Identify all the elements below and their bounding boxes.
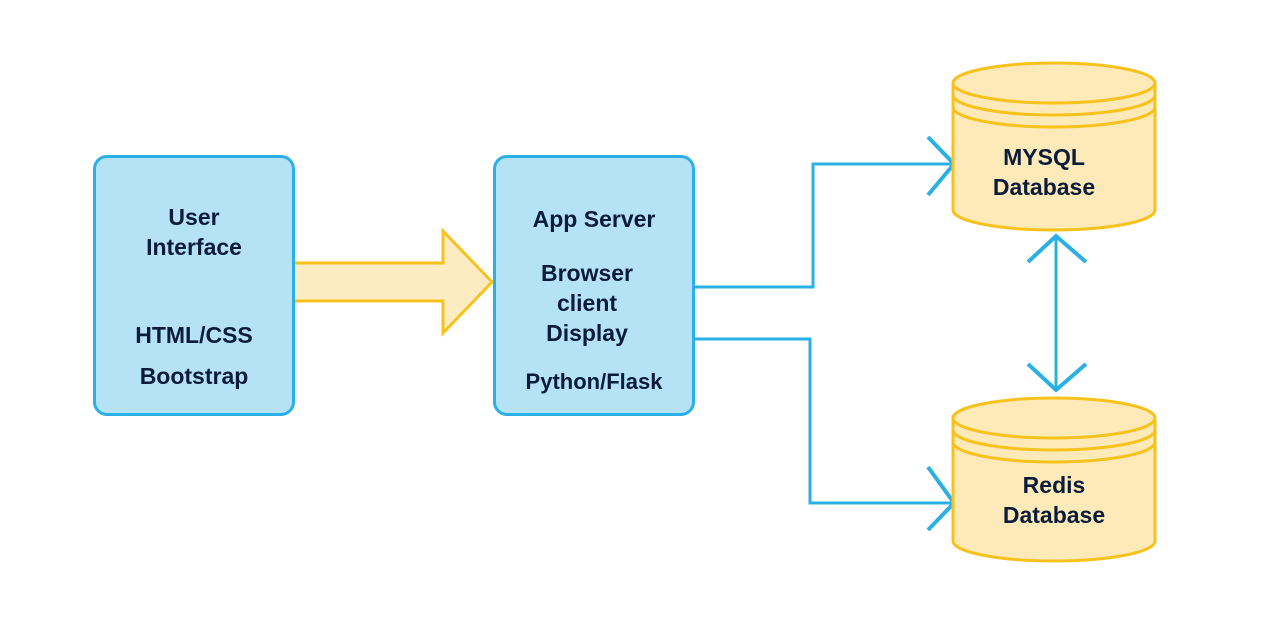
arrowhead-down xyxy=(1026,362,1088,393)
mysql-database-cylinder xyxy=(951,61,1157,232)
user-interface-title-line1: User xyxy=(168,204,220,230)
app-server-tech: Python/Flask xyxy=(525,369,663,394)
redis-database-cylinder xyxy=(951,396,1157,563)
connector-server-to-mysql xyxy=(695,162,952,289)
app-server-title: App Server xyxy=(532,206,656,232)
user-interface-title-line2: Interface xyxy=(146,234,242,260)
user-interface-tech-line1: HTML/CSS xyxy=(135,322,253,348)
user-interface-box xyxy=(93,155,295,416)
connector-server-to-redis xyxy=(695,337,952,505)
app-server-desc-line2: client xyxy=(556,290,618,316)
mysql-label-line2: Database xyxy=(992,174,1096,200)
arrowhead-redis xyxy=(926,465,957,532)
user-interface-tech-line2: Bootstrap xyxy=(139,363,249,389)
block-arrow-ui-to-server xyxy=(291,227,495,337)
arrowhead-up xyxy=(1026,233,1088,264)
redis-label-line1: Redis xyxy=(1022,472,1086,498)
redis-label-line2: Database xyxy=(1002,502,1106,528)
app-server-desc-line3: Display xyxy=(546,320,628,346)
app-server-box xyxy=(493,155,695,416)
app-server-desc-line1: Browser xyxy=(540,260,634,286)
mysql-label-line1: MYSQL xyxy=(1003,144,1085,170)
